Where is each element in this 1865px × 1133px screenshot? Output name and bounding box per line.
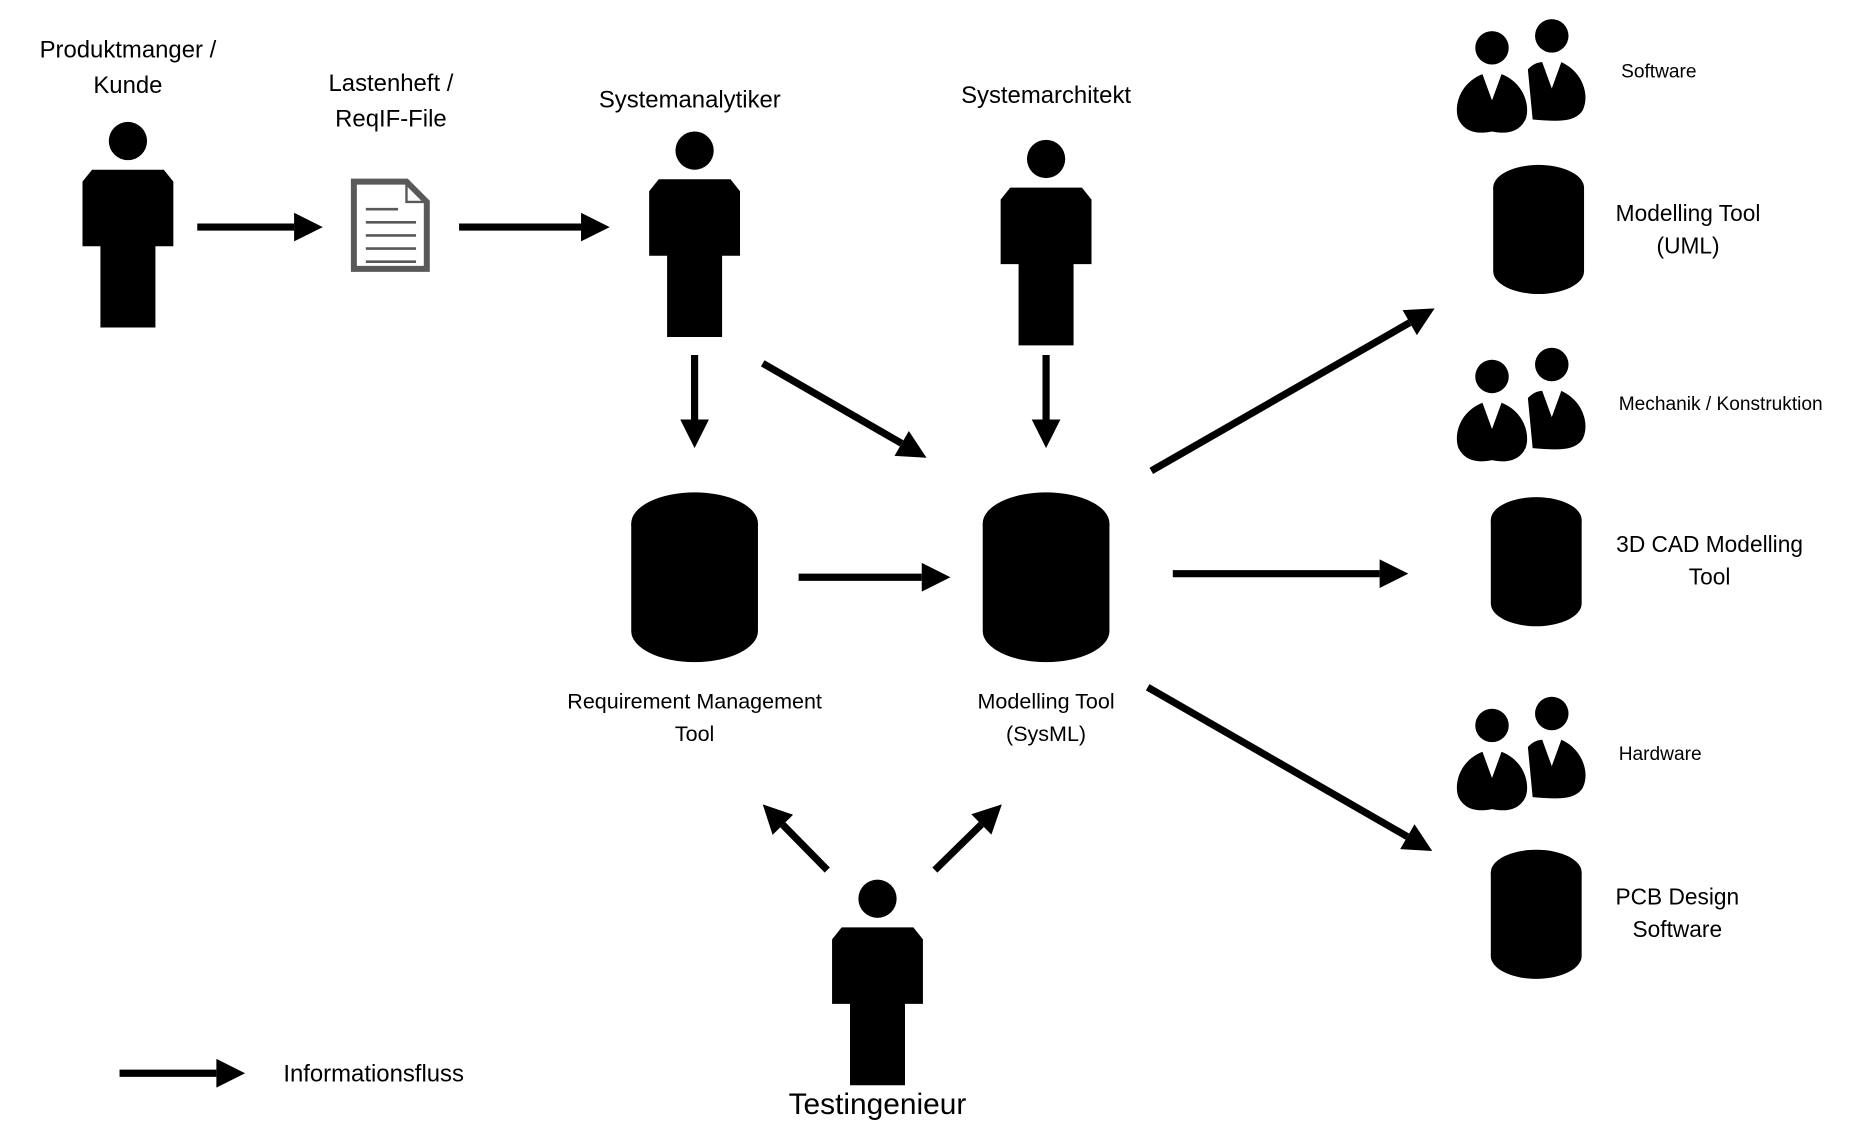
artifact-label-line2: ReqIF-File [335,106,447,133]
tool-label-line1: Requirement Management [567,690,822,714]
document-icon [350,178,430,272]
artifact-label-line1: Lastenheft / [328,70,453,97]
team-icon [1456,696,1586,811]
arrow-right-icon [119,1058,246,1088]
flow-arrow [762,804,830,873]
person-icon [832,879,923,1086]
arrow-head [294,212,323,242]
flow-arrow [760,360,927,458]
person-icon [649,131,741,338]
tool-label-line1: Modelling Tool [1616,200,1761,226]
actor-systemanalytiker: Systemanalytiker [599,87,781,338]
arrow-shaft [780,822,830,873]
arrow-head [894,430,927,458]
legend-label: Informationsfluss [283,1061,464,1088]
actor-testingenieur: Testingenieur [789,879,967,1121]
database-icon [1493,164,1585,295]
arrow-head [762,804,794,835]
arrow-head [921,562,951,592]
artifact-lastenheft: Lastenheft / ReqIF-File [328,70,454,272]
team-software: Software [1456,19,1697,133]
tool-label-line2: Tool [675,722,714,746]
database-icon [1490,497,1582,627]
tool-label-line1: Modelling Tool [978,690,1115,714]
tool-modelling-uml: Modelling Tool (UML) [1493,164,1761,295]
actor-label-line1: Produktmanger / [40,36,217,63]
arrows [197,212,1435,873]
legend: Informationsfluss [119,1058,464,1088]
tool-pcb-design: PCB Design Software [1490,849,1739,979]
person-icon [1000,139,1092,346]
team-label: Hardware [1619,744,1702,765]
flow-arrow [1031,354,1061,449]
tool-3d-cad: 3D CAD Modelling Tool [1490,497,1803,627]
tool-label-line2: (SysML) [1006,722,1086,746]
arrow-head [971,804,1002,835]
arrow-head [216,1058,246,1088]
database-icon [631,492,758,663]
tool-label-line1: 3D CAD Modelling [1616,531,1803,557]
flow-arrow [197,212,323,242]
database-icon [1490,849,1582,979]
flow-arrow [1145,684,1433,851]
arrow-head [1379,559,1409,589]
tool-label-line2: (UML) [1657,232,1720,258]
tool-label-line1: PCB Design [1615,884,1739,910]
tool-label-line2: Software [1633,916,1723,942]
flow-arrow [459,212,610,242]
arrow-shaft [760,360,904,447]
team-mechanik: Mechanik / Konstruktion [1456,347,1823,462]
arrow-head [581,212,610,242]
person-icon [82,121,174,328]
arrow-head [680,419,709,449]
arrow-head [1402,308,1435,336]
tool-label-line2: Tool [1689,563,1731,589]
actor-label: Systemarchitekt [961,82,1131,109]
actor-label: Systemanalytiker [599,87,781,114]
arrow-shaft [1145,684,1410,840]
actor-produktmanager: Produktmanger / Kunde [40,36,217,328]
actor-systemarchitekt: Systemarchitekt [961,82,1131,346]
arrow-shaft [1149,319,1412,474]
actor-label: Testingenieur [789,1088,967,1121]
database-icon [982,492,1110,663]
team-label: Mechanik / Konstruktion [1619,394,1823,415]
flow-arrow [1149,308,1435,474]
arrow-head [1031,419,1061,449]
team-icon [1456,347,1586,462]
team-hardware: Hardware [1456,696,1702,811]
tool-modelling-sysml: Modelling Tool (SysML) [978,492,1115,746]
arrow-head [1400,824,1433,851]
team-icon [1456,19,1586,133]
flow-arrow [680,354,709,449]
team-label: Software [1621,62,1696,83]
flow-arrow [1172,559,1409,589]
arrow-shaft [932,821,984,873]
actor-label-line2: Kunde [93,72,162,99]
flow-arrow [798,562,951,592]
tool-requirement-management: Requirement Management Tool [567,492,822,746]
flow-arrow [932,804,1002,873]
